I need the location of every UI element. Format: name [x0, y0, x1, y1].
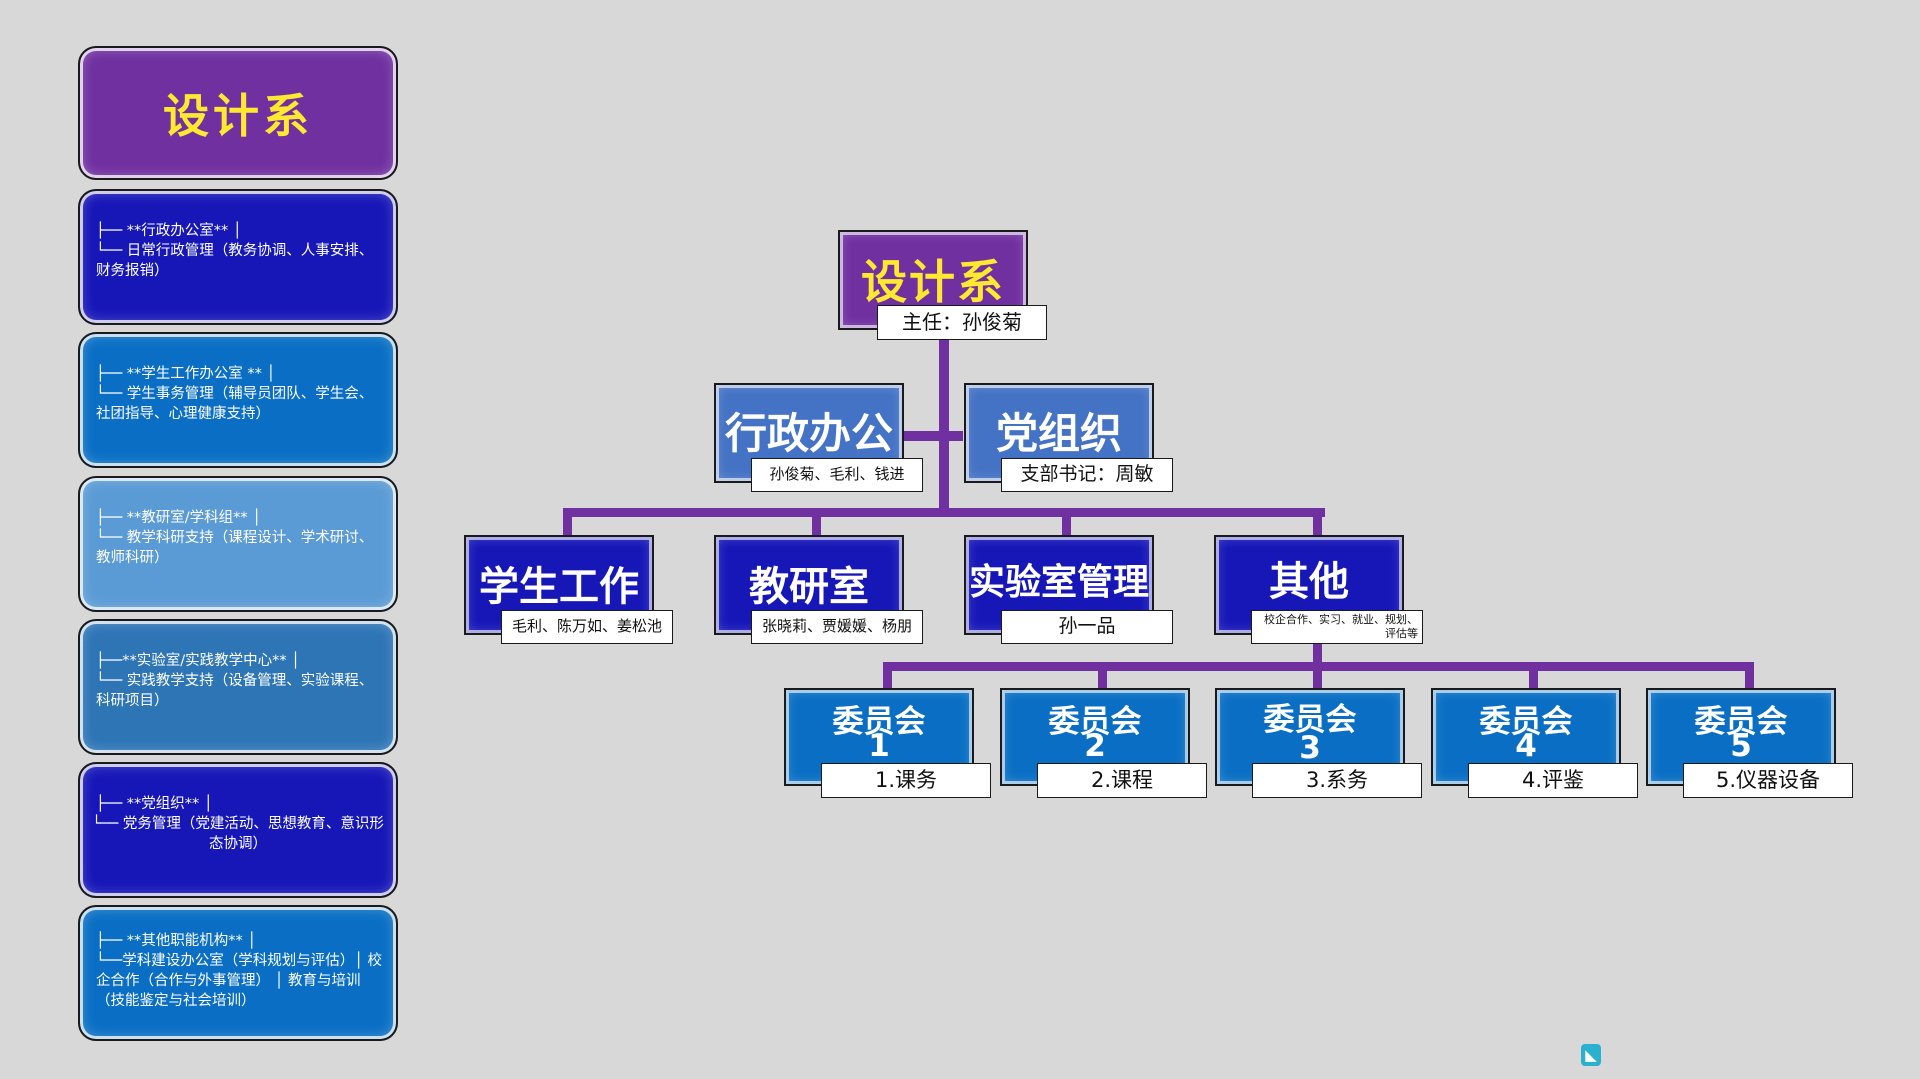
sidebar-item-heading: ├──**实验室/实践教学中心** │: [96, 653, 300, 669]
sidebar-item-desc: └──学科建设办公室（学科规划与评估）│ 校企合作（合作与外事管理） │ 教育与…: [96, 953, 383, 1009]
connector: [903, 431, 963, 441]
connector: [1313, 508, 1322, 536]
connector: [939, 336, 949, 516]
org-node-tag: 2.课程: [1037, 763, 1207, 798]
org-node-admin: 行政办公: [714, 383, 904, 483]
connector: [1313, 662, 1322, 690]
sidebar-item-heading: ├── **学生工作办公室 ** │: [96, 366, 276, 382]
org-node-title: 实验室管理: [968, 562, 1149, 603]
org-node-tag: 主任：孙俊菊: [877, 305, 1047, 340]
connector: [563, 508, 1325, 517]
connector: [1529, 662, 1538, 690]
org-node-subtitle: 3: [1299, 730, 1321, 766]
sidebar-item-party: ├── **党组织** │ └── 党务管理（党建活动、思想教育、意识形态协调）: [78, 762, 398, 898]
org-node-title: 委员会: [1479, 704, 1573, 740]
sidebar-item-heading: ├── **党组织** │: [96, 796, 213, 812]
org-node-subtitle: 2: [1084, 728, 1106, 764]
sidebar-item-desc: └── 日常行政管理（教务协调、人事安排、财务报销）: [96, 243, 374, 279]
connector: [1098, 662, 1107, 690]
connector: [1745, 662, 1754, 690]
sidebar-item-heading: ├── **行政办公室** │: [96, 223, 242, 239]
connector: [563, 508, 572, 536]
org-node-title: 学生工作: [479, 564, 639, 610]
org-node-title: 委员会: [1694, 704, 1788, 740]
sidebar-title: 设计系: [163, 89, 313, 143]
org-node-title: 设计系: [861, 255, 1005, 309]
org-node-tag: 5.仪器设备: [1683, 763, 1853, 798]
sidebar-item-desc: └── 学生事务管理（辅导员团队、学生会、社团指导、心理健康支持）: [96, 386, 374, 422]
org-node-tag: 支部书记：周敏: [1001, 458, 1173, 492]
org-node-title: 行政办公: [724, 409, 893, 458]
org-node-tag: 4.评鉴: [1468, 763, 1638, 798]
org-node-title: 委员会: [1263, 702, 1357, 738]
connector: [1062, 508, 1071, 536]
sidebar-item-heading: ├── **其他职能机构** │: [96, 933, 257, 949]
org-node-title: 教研室: [749, 564, 869, 610]
sidebar-item-other: ├── **其他职能机构** │ └──学科建设办公室（学科规划与评估）│ 校企…: [78, 905, 398, 1041]
sidebar-item-research-group: ├── **教研室/学科组** │ └── 教学科研支持（课程设计、学术研讨、教…: [78, 476, 398, 612]
sidebar-item-desc: └── 党务管理（党建活动、思想教育、意识形态协调）: [92, 816, 384, 852]
org-node-tag: 毛利、陈万如、姜松池: [501, 610, 673, 644]
connector: [883, 662, 892, 690]
org-node-tag: 校企合作、实习、就业、规划、评估等: [1251, 610, 1423, 644]
org-node-tag: 1.课务: [821, 763, 991, 798]
org-node-tag: 孙一品: [1001, 610, 1173, 644]
sidebar-item-heading: ├── **教研室/学科组** │: [96, 510, 262, 526]
org-node-title: 委员会: [1048, 704, 1142, 740]
sidebar-item-student-office: ├── **学生工作办公室 ** │ └── 学生事务管理（辅导员团队、学生会、…: [78, 332, 398, 468]
connector: [1313, 636, 1322, 666]
sidebar-item-desc: └── 实践教学支持（设备管理、实验课程、科研项目）: [96, 673, 374, 709]
org-node-tag: 3.系务: [1252, 763, 1422, 798]
org-node-title: 委员会: [832, 704, 926, 740]
org-node-subtitle: 4: [1515, 728, 1537, 764]
org-node-subtitle: 5: [1730, 728, 1752, 764]
sidebar-item-desc: └── 教学科研支持（课程设计、学术研讨、教师科研）: [96, 530, 374, 566]
org-node-tag: 孙俊菊、毛利、钱进: [751, 458, 923, 492]
org-node-title: 党组织: [995, 409, 1122, 458]
sidebar-title-card: 设计系: [78, 46, 398, 180]
org-node-title: 其他: [1269, 559, 1349, 605]
connector: [812, 508, 821, 536]
sidebar-item-admin-office: ├── **行政办公室** │ └── 日常行政管理（教务协调、人事安排、财务报…: [78, 189, 398, 325]
app-logo-icon: ◣: [1581, 1044, 1601, 1066]
sidebar-item-lab-center: ├──**实验室/实践教学中心** │ └── 实践教学支持（设备管理、实验课程…: [78, 619, 398, 755]
org-node-tag: 张晓莉、贾媛媛、杨朋: [751, 610, 923, 644]
org-node-subtitle: 1: [868, 728, 890, 764]
org-node-research: 教研室: [714, 535, 904, 635]
